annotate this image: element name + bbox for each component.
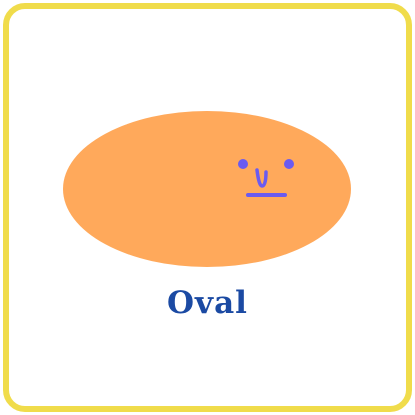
left-eye: [238, 159, 248, 169]
nose: [255, 168, 268, 188]
right-eye: [284, 159, 294, 169]
oval-shape: [63, 111, 351, 267]
face: [238, 159, 294, 197]
shape-label: Oval: [167, 285, 248, 321]
